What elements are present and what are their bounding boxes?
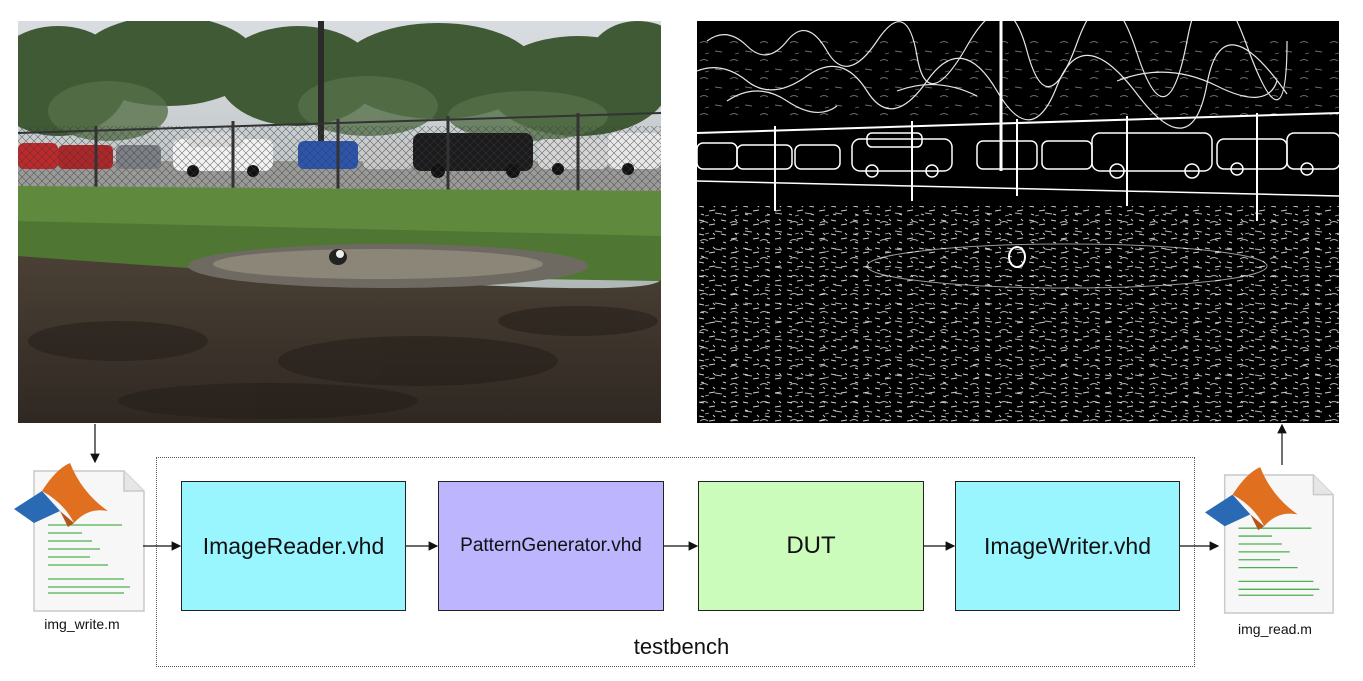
edge-detected-photo <box>697 21 1339 423</box>
edge-map-image <box>697 21 1339 423</box>
image-writer-block: ImageWriter.vhd <box>955 481 1180 611</box>
input-photo <box>18 21 661 423</box>
dut-block: DUT <box>698 481 924 611</box>
testbench-frame <box>156 457 1195 667</box>
matlab-file-icon <box>12 463 152 613</box>
pattern-generator-block: PatternGenerator.vhd <box>438 481 664 611</box>
image-reader-block: ImageReader.vhd <box>181 481 406 611</box>
park-puddle-photo <box>18 21 661 423</box>
img-read-file-label: img_read.m <box>1238 621 1312 637</box>
matlab-file-icon <box>1203 466 1341 616</box>
testbench-label: testbench <box>633 634 730 659</box>
img-write-file-label: img_write.m <box>44 616 120 632</box>
